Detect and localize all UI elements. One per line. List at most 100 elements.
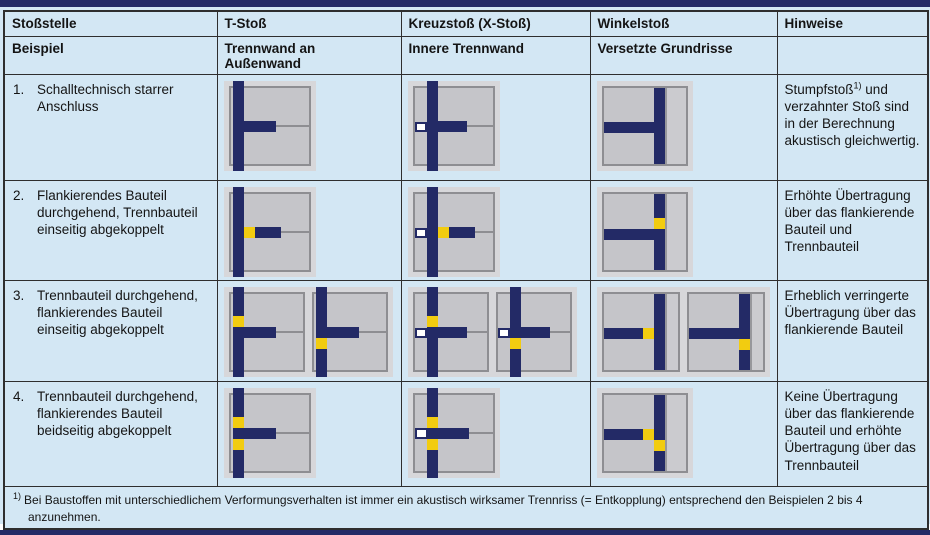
decoupling-joint	[232, 315, 244, 327]
wall-continuation-line	[474, 230, 493, 233]
diagram-container	[596, 186, 693, 277]
top-navy-strip	[0, 0, 930, 7]
table-footer: 1)Bei Baustoffen mit unterschiedlichem V…	[3, 485, 929, 530]
offset-room-panel	[664, 293, 678, 370]
row-number: 2.	[13, 187, 25, 203]
partition-outline	[414, 121, 427, 132]
kreuzstoss-cell	[400, 279, 591, 382]
flanking-wall	[426, 80, 438, 171]
cross-joint-diagram	[412, 286, 489, 377]
footnote-text: Bei Baustoffen mit unterschiedlichem Ver…	[24, 492, 863, 524]
bottom-navy-strip	[0, 530, 930, 535]
partition-outline	[497, 327, 510, 338]
diagram-container	[407, 80, 500, 171]
t-joint-diagram	[228, 387, 311, 478]
partition-outline	[414, 227, 427, 238]
partition-wall	[254, 226, 281, 238]
decoupling-joint	[243, 226, 255, 238]
flanking-wall	[426, 286, 438, 377]
row-number: 1.	[13, 81, 25, 97]
row-label: Trennbauteil durchgehend, flankierendes …	[37, 388, 198, 439]
partition-wall	[437, 326, 467, 338]
partition-wall	[326, 326, 359, 338]
cross-joint-diagram	[412, 387, 495, 478]
footnote-row: 1)Bei Baustoffen mit unterschiedlichem V…	[3, 485, 929, 530]
subheader-innere-trennwand: Innere Trennwand	[400, 35, 591, 75]
decoupling-joint	[437, 226, 449, 238]
diagram-container	[407, 286, 577, 377]
hinweis-cell: Keine Übertragung über das flankierende …	[776, 380, 929, 487]
offset-room-panel	[749, 293, 763, 370]
wall-continuation-line	[466, 124, 493, 127]
flanking-wall	[315, 286, 327, 377]
footnote-cell: 1)Bei Baustoffen mit unterschiedlichem V…	[3, 485, 929, 530]
cross-joint-diagram	[495, 286, 572, 377]
subheader-beispiel: Beispiel	[3, 35, 218, 75]
diagram-container	[223, 186, 316, 277]
flanking-wall	[232, 387, 244, 478]
offset-room-panel	[664, 394, 686, 471]
wall-continuation-line	[358, 330, 386, 333]
t-stoss-cell	[216, 380, 402, 487]
decoupling-joint	[232, 438, 244, 450]
partition-wall	[243, 427, 276, 439]
table-row: 2.Flankierendes Bauteil durchgehend, Tre…	[3, 179, 929, 281]
decoupling-joint	[738, 338, 750, 350]
diagram-container	[596, 80, 693, 171]
hinweis-text: Erheblich verringerte Übertragung über d…	[784, 287, 916, 338]
row-number: 4.	[13, 388, 25, 404]
flanking-wall-upper	[653, 193, 665, 218]
flanking-wall	[653, 87, 665, 164]
decoupling-joint	[232, 416, 244, 428]
corner-joint-diagram	[601, 85, 688, 166]
example-label-cell: 3. Trennbauteil durchgehend, flankierende…	[3, 279, 218, 382]
row-number: 3.	[13, 287, 25, 303]
winkelstoss-cell	[589, 380, 778, 487]
corner-joint-diagram	[601, 291, 680, 372]
example-label-cell: 2.Flankierendes Bauteil durchgehend, Tre…	[3, 179, 218, 281]
decoupling-joint	[426, 315, 438, 327]
diagram-container	[407, 387, 500, 478]
flanking-wall	[232, 286, 244, 377]
t-joint-diagram	[228, 286, 305, 377]
row-label: Trennbauteil durchgehend, flankierendes …	[37, 287, 198, 338]
partition-wall	[603, 228, 654, 240]
kreuzstoss-cell	[400, 380, 591, 487]
partition-wall	[448, 226, 475, 238]
joint-examples-table: Stoßstelle T-Stoß Kreuzstoß (X-Stoß) Win…	[3, 10, 929, 531]
cross-joint-diagram	[412, 80, 495, 171]
subheader-versetzte-grundrisse: Versetzte Grundrisse	[589, 35, 778, 75]
table-row: 4. Trennbauteil durchgehend, flankierende…	[3, 380, 929, 487]
kreuzstoss-cell	[400, 179, 591, 281]
diagram-container	[596, 387, 693, 478]
decoupling-joint	[315, 337, 327, 349]
header-row: Stoßstelle T-Stoß Kreuzstoß (X-Stoß) Win…	[3, 10, 929, 37]
offset-room-panel	[664, 87, 686, 164]
diagram-container	[223, 80, 316, 171]
col-header-stossstelle: Stoßstelle	[3, 10, 218, 37]
example-label-cell: 1.Schalltechnisch starrer Anschluss	[3, 73, 218, 181]
winkelstoss-cell	[589, 279, 778, 382]
decoupling-joint	[426, 438, 438, 450]
offset-room-panel	[664, 193, 686, 270]
decoupling-joint	[509, 337, 521, 349]
corner-joint-diagram	[686, 291, 765, 372]
flanking-wall	[232, 186, 244, 277]
partition-wall	[243, 326, 276, 338]
cross-joint-diagram	[412, 186, 495, 277]
table-header: Stoßstelle T-Stoß Kreuzstoß (X-Stoß) Win…	[3, 10, 929, 75]
diagram-container	[223, 286, 393, 377]
flanking-wall	[653, 293, 665, 370]
partition-wall	[243, 120, 276, 132]
col-header-hinweise: Hinweise	[776, 10, 929, 37]
example-label-cell: 4. Trennbauteil durchgehend, flankierende…	[3, 380, 218, 487]
winkelstoss-cell	[589, 73, 778, 181]
subheader-trennwand-aussenwand: Trennwand an Außenwand	[216, 35, 402, 75]
decoupling-joint	[642, 428, 654, 440]
col-header-t-stoss: T-Stoß	[216, 10, 402, 37]
partition-wall	[520, 326, 550, 338]
diagram-container	[407, 186, 500, 277]
subheader-row: Beispiel Trennwand an Außenwand Innere T…	[3, 35, 929, 75]
